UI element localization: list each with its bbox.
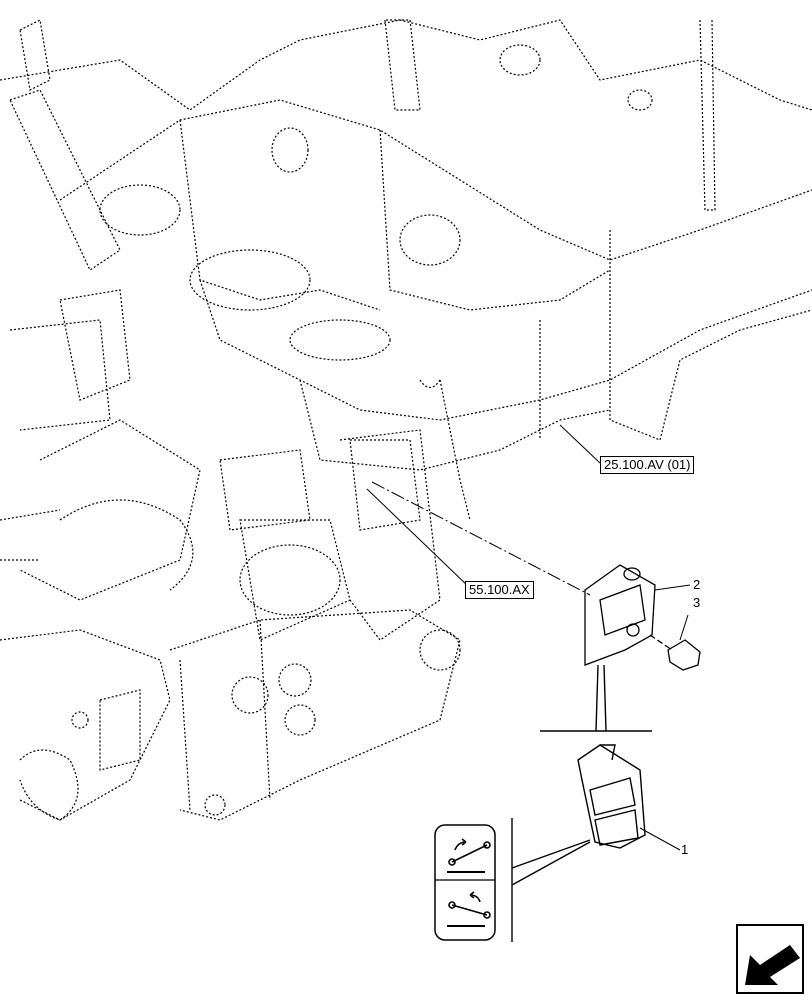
callout-item-3: 3 (693, 595, 701, 610)
reference-55-100-ax[interactable]: 55.100.AX (465, 581, 534, 599)
assembly-indicator (540, 664, 652, 732)
bracket-part (584, 564, 656, 666)
previous-page-arrow-icon[interactable] (736, 924, 804, 994)
hitch-switch-part (577, 744, 646, 849)
callout-item-1: 1 (681, 842, 689, 857)
tractor-frame-drawing (0, 19, 812, 821)
reference-leaders (366, 424, 601, 596)
callout-item-2: 2 (693, 577, 701, 592)
reference-25-100-av[interactable]: 25.100.AV (01) (600, 456, 695, 474)
bolt-part (649, 634, 701, 671)
lower-hitch-symbol-icon (447, 891, 491, 927)
callout-leaders (639, 584, 691, 851)
raise-hitch-symbol-icon (447, 838, 491, 873)
switch-panel-leader (511, 818, 591, 942)
switch-face-panel (434, 824, 496, 941)
